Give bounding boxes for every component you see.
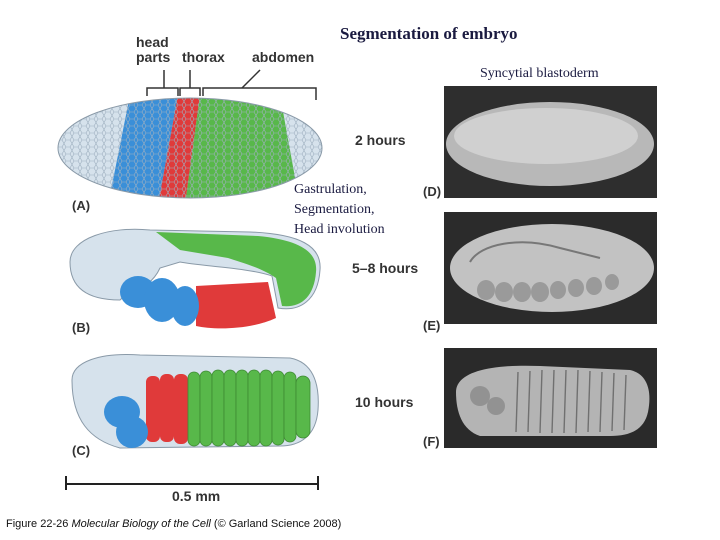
sem-panel-d — [444, 86, 657, 198]
time-label-5-8-hours: 5–8 hours — [352, 260, 419, 276]
figure-caption: Figure 22-26 Molecular Biology of the Ce… — [6, 518, 341, 530]
stage-line-2: Segmentation, — [294, 202, 375, 217]
time-label-10-hours: 10 hours — [355, 394, 414, 410]
segments-green — [187, 369, 311, 447]
label-head-parts: head parts — [136, 35, 170, 65]
embryo-b — [69, 228, 321, 329]
panel-label-d: (D) — [423, 184, 442, 199]
bracket-abdomen-stem — [241, 69, 261, 89]
label-thorax: thorax — [182, 49, 225, 65]
panel-label-e: (E) — [423, 318, 441, 333]
segments-red — [146, 374, 188, 444]
label-parts-line: parts — [136, 49, 171, 65]
stage-line-1: Gastrulation, — [294, 182, 367, 197]
scale-bar — [65, 476, 319, 490]
bracket-head-parts — [146, 87, 179, 96]
bracket-thorax — [179, 87, 201, 96]
segment-brackets — [146, 69, 317, 100]
embryo-c — [71, 353, 319, 449]
embryo-a — [58, 98, 322, 198]
stage-label-syncytial-blastoderm: Syncytial blastoderm — [480, 66, 599, 81]
scale-bar-label: 0.5 mm — [172, 488, 221, 504]
time-label-2-hours: 2 hours — [355, 132, 406, 148]
panel-label-a: (A) — [72, 198, 91, 213]
caption-book-title: Molecular Biology of the Cell — [71, 518, 211, 530]
caption-suffix: (© Garland Science 2008) — [210, 518, 342, 530]
sem-panel-f — [444, 348, 657, 448]
caption-prefix: Figure 22-26 — [6, 518, 72, 530]
label-head-line: head — [136, 34, 169, 50]
stage-label-gastrulation: Gastrulation, Segmentation, Head involut… — [294, 180, 385, 240]
panel-label-b: (B) — [72, 320, 91, 335]
panel-label-c: (C) — [72, 443, 91, 458]
stage-line-3: Head involution — [294, 222, 385, 237]
bracket-abdomen — [202, 87, 317, 100]
page-title: Segmentation of embryo — [340, 24, 518, 43]
label-abdomen: abdomen — [252, 49, 315, 65]
sem-panel-e — [444, 212, 657, 324]
panel-label-f: (F) — [423, 434, 440, 449]
